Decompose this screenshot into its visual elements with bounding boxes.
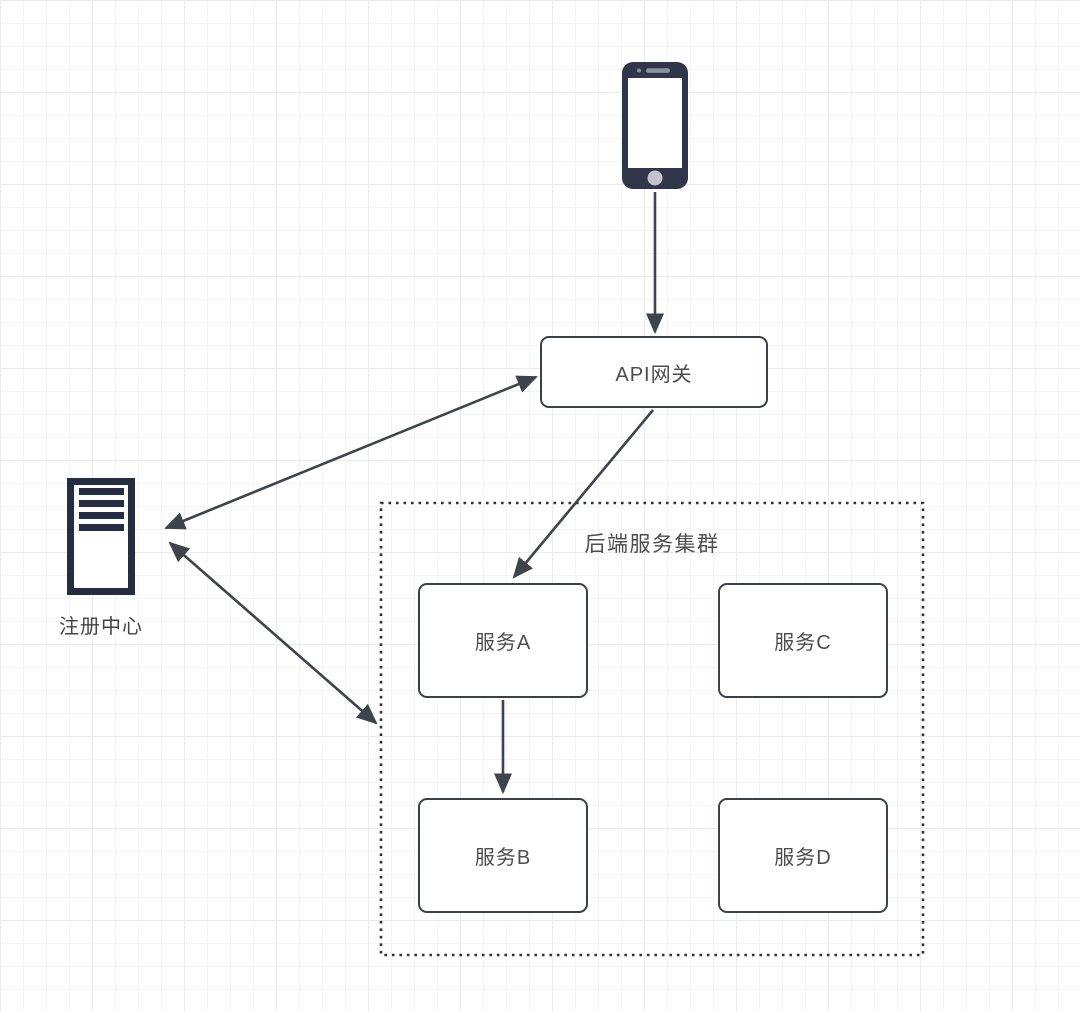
service-b-label: 服务B xyxy=(474,847,532,869)
server-icon[interactable] xyxy=(67,478,135,595)
service-d-label: 服务D xyxy=(774,847,832,869)
service-a-node[interactable]: 服务A xyxy=(418,583,588,698)
service-d-node[interactable]: 服务D xyxy=(718,798,888,913)
service-c-label: 服务C xyxy=(774,632,832,654)
api-gateway-label: API网关 xyxy=(615,363,693,386)
edge-registry-to-gateway xyxy=(164,375,538,530)
registry-label: 注册中心 xyxy=(59,616,143,638)
api-gateway-node[interactable]: API网关 xyxy=(540,336,768,408)
service-c-node[interactable]: 服务C xyxy=(718,583,888,698)
service-b-node[interactable]: 服务B xyxy=(418,798,588,913)
cluster-title: 后端服务集群 xyxy=(584,533,720,556)
service-a-label: 服务A xyxy=(474,632,532,654)
edge-registry-to-cluster xyxy=(168,541,378,725)
smartphone-icon[interactable] xyxy=(622,62,688,189)
